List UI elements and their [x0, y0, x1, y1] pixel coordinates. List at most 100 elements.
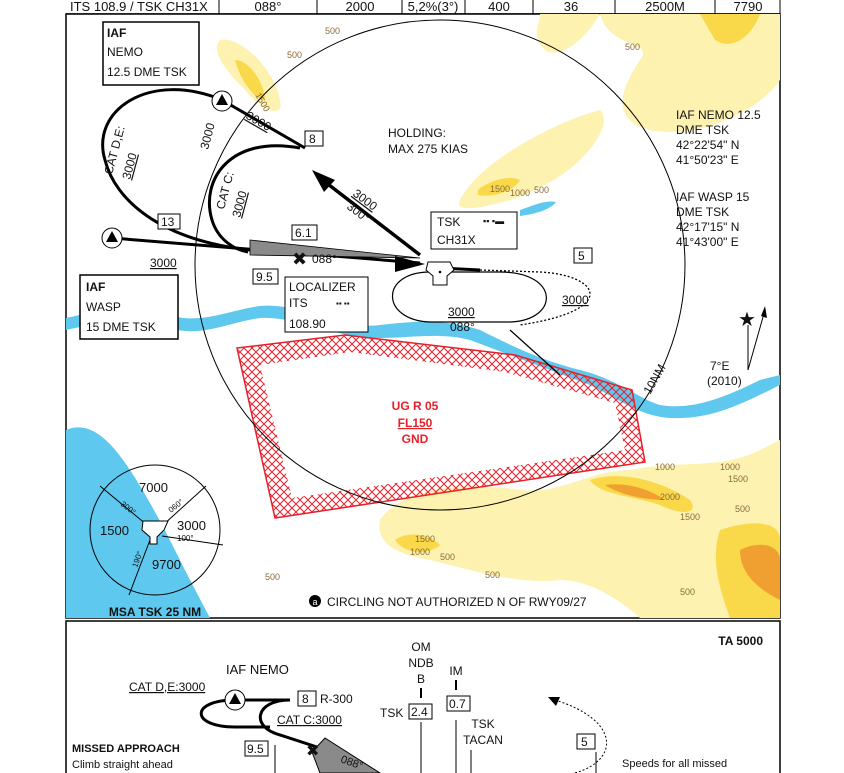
magnetic-variation: ★ 7°E (2010) — [707, 306, 767, 388]
restricted-lower-limit: GND — [402, 432, 429, 446]
true-north-star-icon: ★ — [738, 309, 756, 331]
msa-diagram: 7000 1500 3000 9700 300° 060° 100° 190° … — [89, 464, 224, 619]
localizer-feather — [249, 239, 421, 259]
svg-text:5: 5 — [581, 735, 588, 749]
holding-label: HOLDING: — [388, 126, 446, 140]
svg-text:500: 500 — [265, 572, 280, 582]
svg-text:Climb straight ahead: Climb straight ahead — [72, 759, 173, 771]
svg-text:Speeds for all missed: Speeds for all missed — [622, 758, 727, 770]
wasp-info: 42°17'15" N — [676, 220, 739, 234]
svg-text:2000: 2000 — [660, 492, 680, 502]
svg-text:IAF: IAF — [86, 280, 105, 294]
loc-course: 088° — [312, 252, 337, 266]
header-cell: 7790 — [734, 0, 763, 14]
svg-text:TSK: TSK — [437, 215, 460, 229]
holding-speed: MAX 275 KIAS — [388, 142, 468, 156]
svg-text:500: 500 — [534, 185, 549, 195]
svg-text:(2010): (2010) — [707, 374, 742, 388]
svg-text:CH31X: CH31X — [437, 233, 476, 247]
svg-text:B: B — [417, 672, 425, 686]
svg-text:MISSED APPROACH: MISSED APPROACH — [72, 743, 180, 755]
svg-text:7°E: 7°E — [710, 359, 729, 373]
wasp-info: 41°43'00" E — [676, 235, 739, 249]
svg-text:WASP: WASP — [86, 300, 121, 314]
nemo-fix-icon — [229, 693, 241, 704]
profile-view-frame — [65, 620, 781, 773]
header-cell: ITS 108.9 / TSK CH31X — [70, 0, 208, 14]
svg-text:500: 500 — [287, 50, 302, 60]
morse-code-icon: ▪▪ ▪▪ — [336, 299, 350, 308]
svg-text:1000: 1000 — [510, 188, 530, 198]
hold-course: 088° — [450, 320, 475, 334]
localizer-box: LOCALIZER ITS 108.90 ▪▪ ▪▪ — [284, 276, 369, 333]
nemo-info: DME TSK — [676, 123, 729, 137]
10nm-ring — [194, 19, 686, 511]
iaf-wasp-box: IAF WASP 15 DME TSK — [79, 274, 179, 340]
circling-note: CIRCLING NOT AUTHORIZED N OF RWY09/27 — [327, 595, 587, 609]
svg-text:1500: 1500 — [415, 534, 435, 544]
nemo-info: 42°22'54" N — [676, 138, 739, 152]
hold-alt: 3000 — [448, 305, 475, 319]
svg-text:108.90: 108.90 — [289, 317, 326, 331]
magnetic-north-arrow-icon — [761, 306, 767, 318]
contour-labels: 500 500 1500 500 1500 1000 500 1000 1500… — [253, 26, 750, 597]
svg-text:9.5: 9.5 — [247, 742, 264, 756]
header-cell: 5,2%(3°) — [408, 0, 459, 14]
cat-de-alt: 3000 — [119, 151, 140, 181]
svg-text:500: 500 — [485, 570, 500, 580]
restricted-name: UG R 05 — [392, 399, 439, 413]
header-cell: 36 — [564, 0, 578, 14]
svg-text:IAF: IAF — [107, 26, 126, 40]
svg-text:CAT D,E:3000: CAT D,E:3000 — [129, 680, 206, 694]
svg-text:ITS: ITS — [289, 296, 308, 310]
hold-leg-alt: 3000 — [562, 293, 589, 307]
iaf-nemo-box: IAF NEMO 12.5 DME TSK — [102, 21, 200, 86]
svg-text:1500: 1500 — [100, 523, 129, 538]
nemo-info: 41°50'23" E — [676, 153, 739, 167]
svg-text:OM: OM — [411, 640, 430, 654]
leg-alt: 3000 — [150, 256, 177, 270]
svg-text:NDB: NDB — [408, 656, 433, 670]
svg-text:IM: IM — [449, 664, 462, 678]
svg-text:MSA TSK 25 NM: MSA TSK 25 NM — [109, 605, 201, 619]
svg-text:NEMO: NEMO — [107, 45, 143, 59]
svg-text:500: 500 — [735, 504, 750, 514]
morse-code-icon: ▪▪ ▪▬ — [483, 216, 504, 226]
tsk-box: TSK CH31X ▪▪ ▪▬ — [430, 211, 518, 250]
svg-text:1500: 1500 — [680, 512, 700, 522]
svg-text:8: 8 — [302, 692, 309, 706]
restricted-area-inner — [260, 352, 625, 498]
svg-text:1500: 1500 — [490, 184, 510, 194]
svg-text:LOCALIZER: LOCALIZER — [289, 280, 356, 294]
header-cell: 088° — [255, 0, 282, 14]
svg-text:500: 500 — [325, 26, 340, 36]
svg-text:TSK: TSK — [471, 717, 494, 731]
profile-view: TA 5000 IAF NEMO CAT D,E:3000 CAT C:3000… — [72, 634, 763, 773]
svg-text:0.7: 0.7 — [449, 697, 466, 711]
svg-text:7000: 7000 — [139, 480, 168, 495]
svg-text:13: 13 — [161, 215, 175, 229]
header-table: ITS 108.9 / TSK CH31X 088° 2000 5,2%(3°)… — [66, 0, 781, 15]
svg-text:500: 500 — [440, 552, 455, 562]
svg-text:1000: 1000 — [720, 462, 740, 472]
transition-altitude: TA 5000 — [718, 634, 763, 648]
svg-text:3000: 3000 — [177, 518, 206, 533]
svg-text:9.5: 9.5 — [256, 270, 273, 284]
wasp-info: DME TSK — [676, 205, 729, 219]
tacan-symbol-icon — [425, 261, 455, 286]
svg-text:500: 500 — [680, 587, 695, 597]
svg-text:1000: 1000 — [655, 462, 675, 472]
svg-text:CAT C:3000: CAT C:3000 — [277, 713, 342, 727]
svg-text:1500: 1500 — [728, 474, 748, 484]
fix-cross-icon: ✖ — [292, 249, 307, 269]
svg-text:500: 500 — [625, 42, 640, 52]
dme-markers: 8 13 6.1 9.5 5 — [157, 130, 593, 285]
svg-text:9700: 9700 — [152, 557, 181, 572]
svg-text:IAF NEMO: IAF NEMO — [226, 662, 289, 677]
svg-text:12.5 DME TSK: 12.5 DME TSK — [107, 65, 187, 79]
note-a-icon — [309, 595, 321, 607]
terrain — [216, 14, 780, 618]
inbound-arrow — [312, 170, 335, 192]
header-cell: 2500M — [645, 0, 685, 14]
svg-text:1000: 1000 — [410, 547, 430, 557]
